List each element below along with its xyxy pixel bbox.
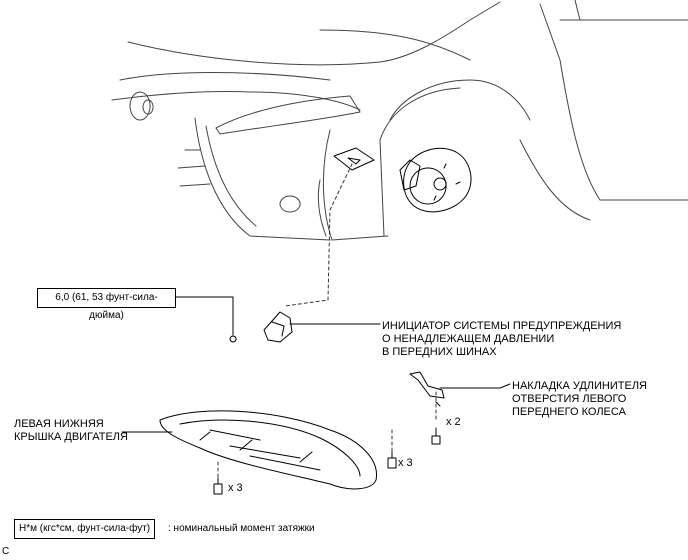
torque-spec-box: 6,0 (61, 53 фунт-сила-дюйма): [37, 288, 176, 321]
extension-pad-part: [409, 371, 445, 407]
tpms-initiator-label: ИНИЦИАТОР СИСТЕМЫ ПРЕДУПРЕЖДЕНИЯ О НЕНАД…: [382, 320, 622, 358]
corner-mark: C: [2, 546, 10, 557]
extension-pad-label: НАКЛАДКА УДЛИНИТЕЛЯ ОТВЕРСТИЯ ЛЕВОГО ПЕР…: [512, 380, 647, 418]
engine-under-cover-part: [159, 410, 377, 490]
torque-legend-description: : номинальный момент затяжки: [168, 523, 315, 534]
car-front-body: [111, 0, 688, 241]
screw-icons: [213, 427, 441, 495]
torque-legend-symbol: Н*м (кгс*см, фунт-сила-фут): [14, 519, 156, 539]
callout-leaders: [121, 296, 511, 433]
cover-right-screw-quantity: x 3: [398, 457, 413, 469]
mount-hole-marker: [333, 147, 375, 171]
brake-hub-assembly: [399, 147, 472, 213]
cover-bottom-screw-quantity: x 3: [228, 482, 243, 494]
engine-under-cover-label: ЛЕВАЯ НИЖНЯЯ КРЫШКА ДВИГАТЕЛЯ: [14, 418, 128, 443]
tpms-initiator-part: [229, 311, 293, 343]
pad-screw-quantity: x 2: [446, 416, 461, 428]
